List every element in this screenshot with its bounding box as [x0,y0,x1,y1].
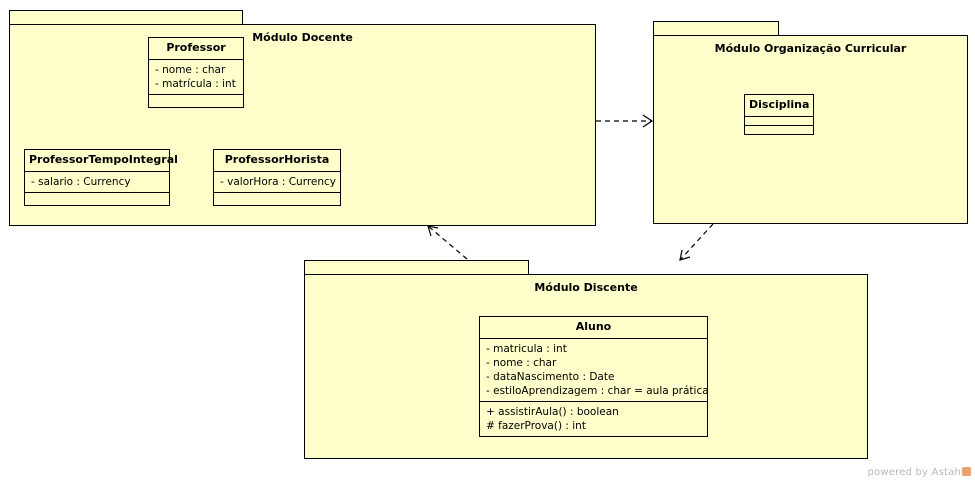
dependency-arrowhead [679,249,691,261]
package-title: Módulo Docente [252,31,353,44]
attribute: - salario : Currency [31,176,131,188]
class-name: Aluno [480,317,707,339]
attribute: - estiloAprendizagem : char = aula práti… [486,385,709,397]
class-attributes: - valorHora : Currency [214,172,340,193]
dependency-organizacao-discente [679,223,714,261]
class-professor[interactable]: Professor - nome : char - matrícula : in… [148,37,244,108]
class-attributes: - matricula : int - nome : char - dataNa… [480,339,709,402]
class-attributes: - nome : char - matrícula : int [149,60,243,95]
attribute: - dataNascimento : Date [486,371,615,383]
attribute: - nome : char [155,64,226,76]
attribute: - matrícula : int [155,78,236,90]
operation: + assistirAula() : boolean [486,406,619,418]
operation: # fazerProva() : int [486,420,586,432]
class-attributes [745,117,813,126]
package-title: Módulo Discente [534,281,638,294]
class-operations: + assistirAula() : boolean # fazerProva(… [480,402,707,436]
class-operations [214,193,340,205]
class-professor-tempo-integral[interactable]: ProfessorTempoIntegral - salario : Curre… [24,149,178,206]
class-professor-horista[interactable]: ProfessorHorista - valorHora : Currency [213,149,341,206]
class-name: Professor [149,38,243,60]
class-attributes: - salario : Currency [25,172,169,193]
watermark-text: powered by Astah [867,467,961,478]
attribute: - valorHora : Currency [220,176,337,188]
class-operations [25,193,169,205]
class-name: Disciplina [745,95,813,117]
dependency-arrowhead [642,114,654,128]
dependency-arrowhead [427,225,439,237]
class-aluno[interactable]: Aluno - matricula : int - nome : char - … [479,316,709,437]
astah-watermark: powered by Astah [868,467,971,478]
package-title: Módulo Organização Curricular [714,42,907,55]
class-operations [149,95,243,107]
class-name: ProfessorTempoIntegral [25,150,178,172]
dependency-discente-docente [427,225,468,260]
class-name: ProfessorHorista [214,150,340,172]
attribute: - matricula : int [486,343,567,355]
class-operations [745,126,813,134]
class-disciplina[interactable]: Disciplina [744,94,814,135]
attribute: - nome : char [486,357,557,369]
astah-logo-icon [962,467,971,476]
